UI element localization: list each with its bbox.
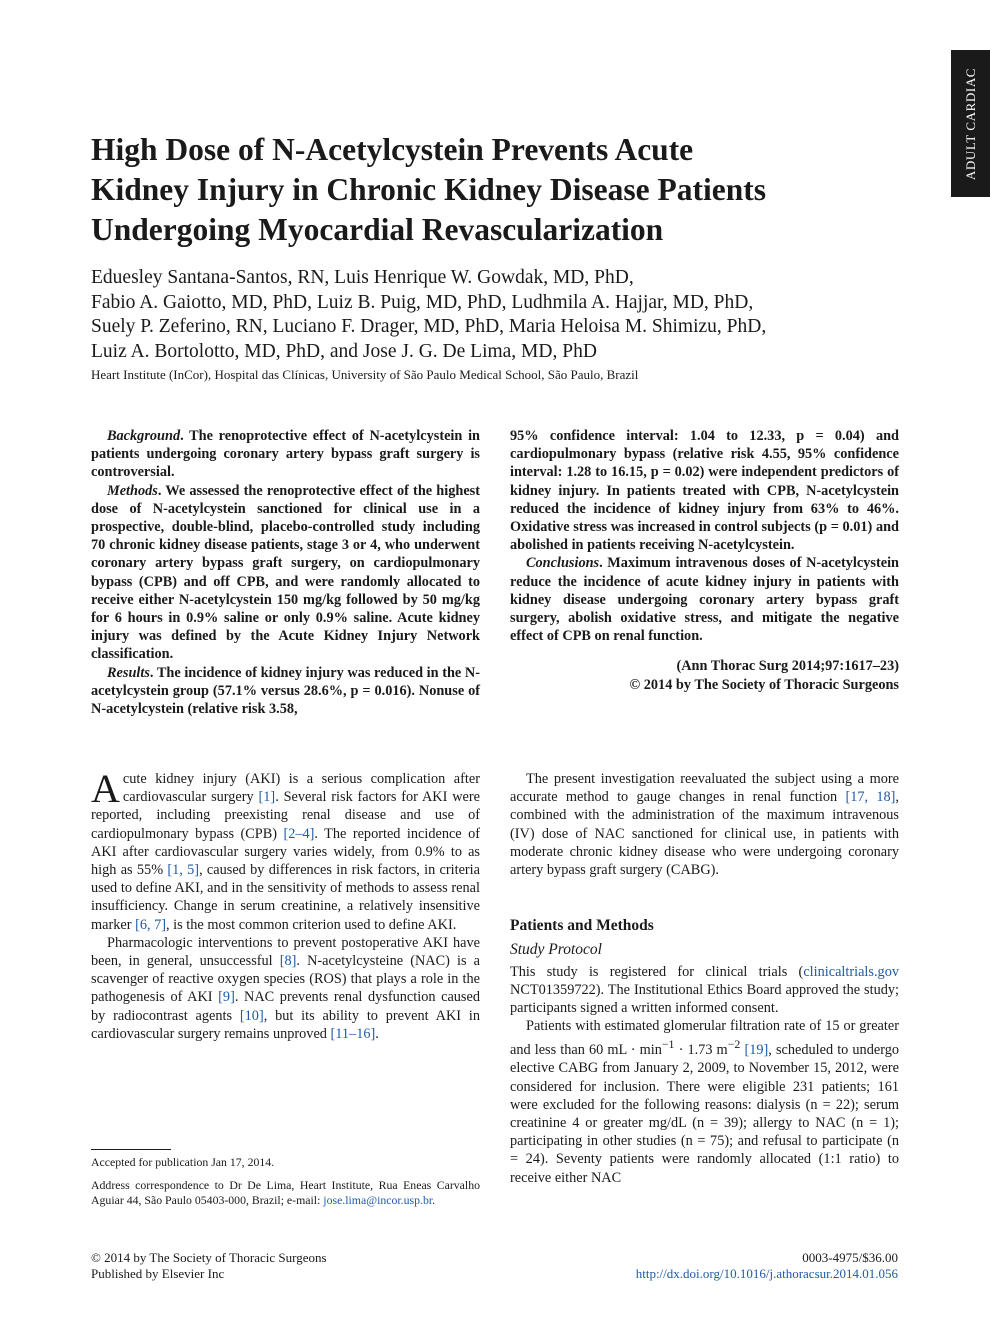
abstract-copyright: © 2014 by The Society of Thoracic Surgeo… bbox=[629, 677, 900, 694]
author-line: Eduesley Santana-Santos, RN, Luis Henriq… bbox=[91, 267, 634, 288]
reference-link[interactable]: [9] bbox=[218, 989, 235, 1006]
article-title: High Dose of N-Acetylcystein Prevents Ac… bbox=[91, 130, 911, 250]
footer-publisher: Published by Elsevier Inc bbox=[91, 1265, 225, 1281]
correspondence-address: Address correspondence to Dr De Lima, He… bbox=[91, 1177, 480, 1208]
reference-link[interactable]: [8] bbox=[279, 953, 297, 970]
section-tab: ADULT CARDIAC bbox=[951, 50, 990, 197]
author-line: Luiz A. Bortolotto, MD, PhD, and Jose J.… bbox=[91, 340, 597, 362]
accepted-date: Accepted for publication Jan 17, 2014. bbox=[91, 1155, 275, 1169]
reference-link[interactable]: [1] bbox=[258, 789, 276, 806]
abstract-results-cont: 95% confidence interval: 1.04 to 12.33, … bbox=[510, 428, 899, 554]
results-label: Results bbox=[107, 664, 150, 681]
author-line: Suely P. Zeferino, RN, Luciano F. Drager… bbox=[91, 316, 767, 337]
footnotes: Accepted for publication Jan 17, 2014. A… bbox=[91, 1155, 480, 1216]
background-label: Background bbox=[107, 428, 181, 444]
drop-cap: A bbox=[91, 766, 120, 811]
abstract-results: Results. The incidence of kidney injury … bbox=[91, 664, 480, 718]
abstract-conclusions: Conclusions. Maximum intravenous doses o… bbox=[510, 555, 899, 645]
journal-citation: (Ann Thorac Surg 2014;97:1617–23) bbox=[676, 658, 899, 675]
title-line: High Dose of N-Acetylcystein Prevents Ac… bbox=[91, 132, 694, 167]
footnote-divider bbox=[91, 1149, 171, 1150]
intro-paragraph-2: Pharmacologic interventions to prevent p… bbox=[91, 934, 480, 1042]
citation-block: (Ann Thorac Surg 2014;97:1617–23) © 2014… bbox=[510, 657, 900, 695]
protocol-paragraph-2: Patients with estimated glomerular filtr… bbox=[510, 1018, 899, 1186]
abstract-methods: Methods. We assessed the renoprotective … bbox=[91, 482, 480, 663]
affiliation: Heart Institute (InCor), Hospital das Cl… bbox=[91, 367, 639, 382]
abstract-left-column: Background. The renoprotective effect of… bbox=[91, 427, 480, 718]
reference-link[interactable]: [1, 5] bbox=[167, 862, 200, 879]
abstract-background: Background. The renoprotective effect of… bbox=[91, 428, 480, 481]
subsection-heading: Study Protocol bbox=[510, 941, 602, 959]
email-link[interactable]: jose.lima@incor.usp.br bbox=[323, 1193, 433, 1207]
conclusions-label: Conclusions bbox=[526, 555, 600, 572]
intro-paragraph-3: The present investigation reevaluated th… bbox=[510, 771, 899, 879]
reference-link[interactable]: [6, 7] bbox=[135, 916, 167, 933]
reference-link[interactable]: [10] bbox=[239, 1007, 264, 1024]
footer-copyright: © 2014 by The Society of Thoracic Surgeo… bbox=[91, 1250, 327, 1265]
reference-link[interactable]: [17, 18] bbox=[845, 789, 896, 806]
footer-right: 0003-4975/$36.00 http://dx.doi.org/10.10… bbox=[636, 1250, 898, 1281]
author-list: Eduesley Santana-Santos, RN, Luis Henriq… bbox=[91, 266, 911, 364]
protocol-paragraph-1: This study is registered for clinical tr… bbox=[510, 963, 899, 1017]
author-line: Fabio A. Gaiotto, MD, PhD, Luiz B. Puig,… bbox=[91, 291, 754, 313]
abstract-right-column: 95% confidence interval: 1.04 to 12.33, … bbox=[510, 427, 899, 695]
footer-left: © 2014 by The Society of Thoracic Surgeo… bbox=[91, 1250, 327, 1281]
section-heading: Patients and Methods bbox=[510, 917, 654, 935]
section-tab-label: ADULT CARDIAC bbox=[962, 67, 978, 180]
methods-label: Methods bbox=[107, 482, 158, 499]
reference-link[interactable]: [11–16] bbox=[330, 1025, 376, 1042]
reference-link[interactable]: [19] bbox=[744, 1042, 769, 1059]
doi-link[interactable]: http://dx.doi.org/10.1016/j.athoracsur.2… bbox=[635, 1265, 898, 1281]
title-line: Undergoing Myocardial Revascularization bbox=[91, 212, 664, 247]
trial-registry-link[interactable]: clinicaltrials.gov bbox=[803, 963, 899, 980]
body-right-column: The present investigation reevaluated th… bbox=[510, 770, 899, 1187]
title-line: Kidney Injury in Chronic Kidney Disease … bbox=[91, 172, 766, 207]
reference-link[interactable]: [2–4] bbox=[283, 825, 315, 842]
footer-issn: 0003-4975/$36.00 bbox=[802, 1250, 898, 1265]
